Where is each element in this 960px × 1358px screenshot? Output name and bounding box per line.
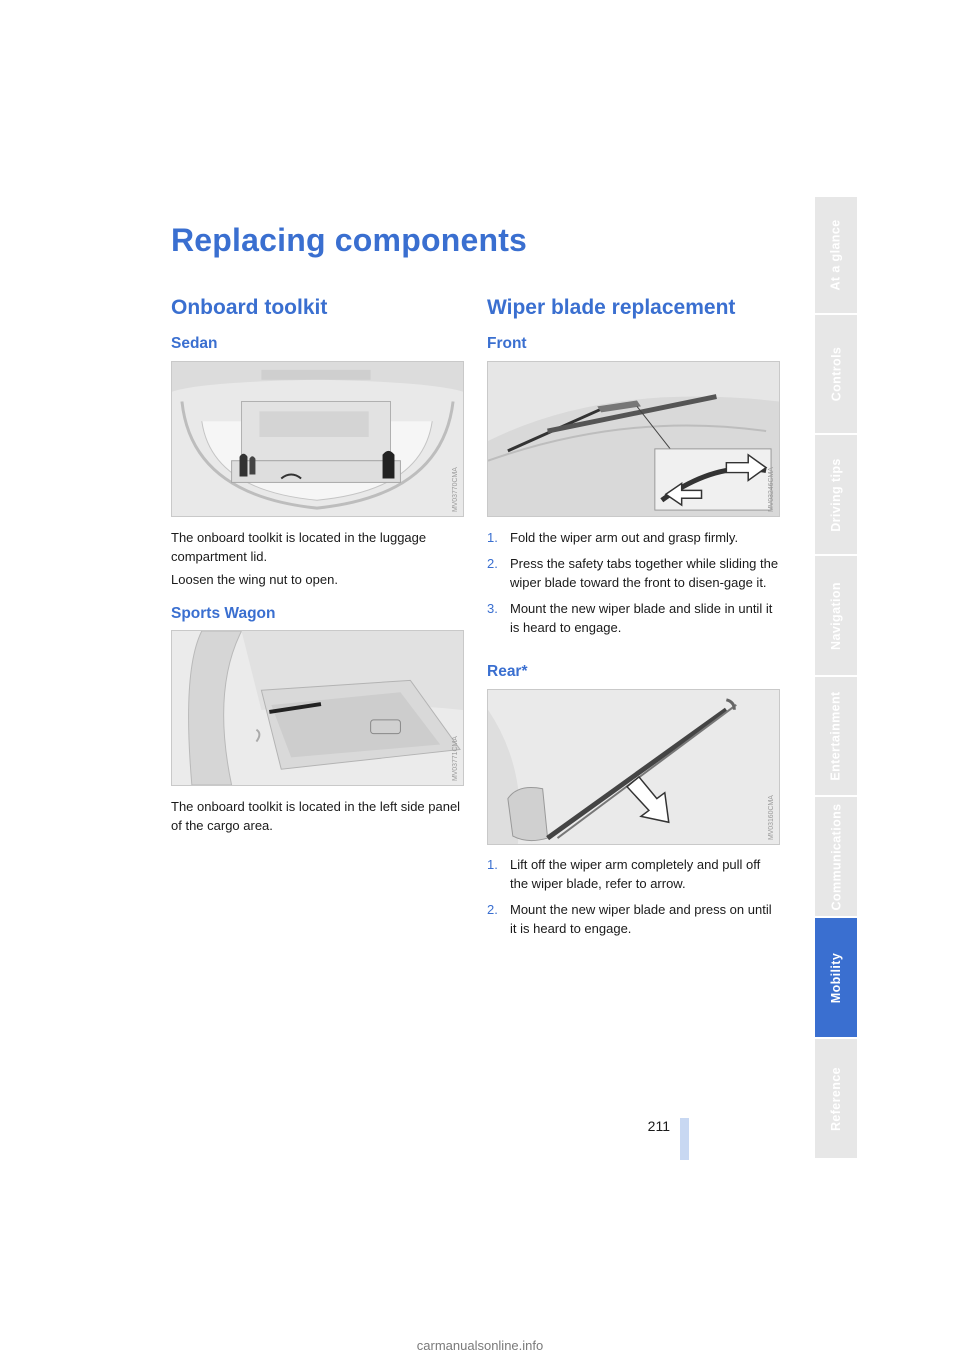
list-item: 2. Mount the new wiper blade and press on… [487,900,780,938]
list-item: 1. Lift off the wiper arm completely and … [487,855,780,893]
step-text: Lift off the wiper arm completely and pu… [510,857,761,891]
heading-rear: Rear* [487,663,528,680]
step-number: 1. [487,530,498,545]
step-text: Mount the new wiper blade and press on u… [510,902,772,936]
tab-label: Communications [829,803,843,910]
list-item: 2. Press the safety tabs together while s… [487,554,780,592]
tab-label: Reference [829,1066,843,1131]
step-number: 2. [487,902,498,917]
tab-label: Mobility [829,952,844,1003]
heading-front: Front [487,335,527,352]
tab-communications[interactable]: Communications [815,797,857,918]
section-title-wiper-blade: Wiper blade replacement [487,296,736,319]
tab-entertainment[interactable]: Entertainment [815,677,857,797]
rear-wiper-illustration: MV03160CMA [487,689,780,845]
heading-sports-wagon: Sports Wagon [171,605,276,622]
heading-sedan: Sedan [171,335,218,352]
wagon-paragraph-1: The onboard toolkit is located in the le… [171,799,461,833]
page-title: Replacing components [171,222,528,258]
front-figure-code: MV03246CMA [768,467,775,512]
list-item: 1. Fold the wiper arm out and grasp firml… [487,528,780,547]
tab-label: Navigation [829,581,843,650]
list-item: 3. Mount the new wiper blade and slide in… [487,599,780,637]
page-number-bar [680,1118,689,1160]
step-text: Fold the wiper arm out and grasp firmly. [510,530,739,545]
step-number: 3. [487,601,498,616]
rear-figure-code: MV03160CMA [768,795,775,840]
sedan-figure-code: MV03770CMA [452,467,459,512]
tab-label: Driving tips [829,457,843,532]
step-number: 2. [487,556,498,571]
sports-wagon-toolkit-illustration: MV03771CMA [171,630,464,786]
tab-label: Controls [829,346,843,402]
sedan-paragraph-2: Loosen the wing nut to open. [171,572,338,587]
sedan-toolkit-illustration: MV03770CMA [171,361,464,517]
rear-steps-list: 1. Lift off the wiper arm completely and … [487,855,780,945]
wagon-figure-code: MV03771CMA [452,736,459,781]
tab-navigation[interactable]: Navigation [815,556,857,677]
section-title-onboard-toolkit: Onboard toolkit [171,296,328,319]
tab-driving-tips[interactable]: Driving tips [815,435,857,556]
front-wiper-illustration: MV03246CMA [487,361,780,517]
sedan-paragraph-1: The onboard toolkit is located in the lu… [171,530,427,564]
step-text: Mount the new wiper blade and slide in u… [510,601,773,635]
tab-at-a-glance[interactable]: At a glance [815,197,857,315]
front-steps-list: 1. Fold the wiper arm out and grasp firml… [487,528,780,644]
page-number: 211 [647,1118,670,1134]
chapter-tabs: At a glance Controls Driving tips Naviga… [815,197,857,1160]
tab-mobility[interactable]: Mobility [815,918,857,1039]
watermark: carmanualsonline.info [416,1338,544,1353]
step-text: Press the safety tabs together while sli… [510,556,779,590]
tab-label: Entertainment [829,691,843,781]
step-number: 1. [487,857,498,872]
tab-reference[interactable]: Reference [815,1039,857,1160]
tab-label: At a glance [829,219,843,291]
tab-controls[interactable]: Controls [815,315,857,435]
